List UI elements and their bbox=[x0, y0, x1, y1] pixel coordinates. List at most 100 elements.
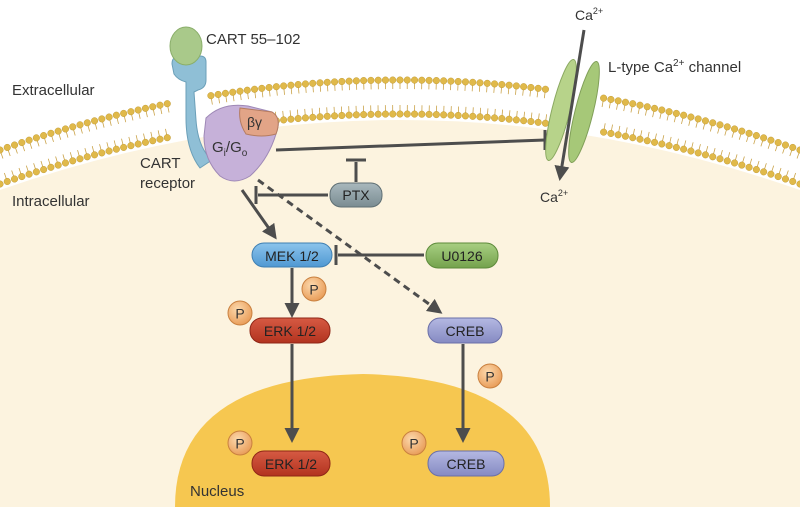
phosphate-label-creb-nuc: P bbox=[409, 436, 418, 452]
lipid-head bbox=[425, 110, 433, 118]
phosphate-label-mek: P bbox=[309, 282, 318, 298]
cytoplasm bbox=[0, 120, 800, 507]
lipid-head bbox=[352, 77, 360, 85]
erk-nuc-box bbox=[251, 450, 331, 477]
lipid-head bbox=[156, 101, 164, 109]
lipid-head bbox=[454, 77, 462, 85]
lipid-head bbox=[476, 113, 484, 121]
lipid-head bbox=[323, 112, 331, 120]
lipid-head bbox=[47, 129, 55, 137]
lipid-head bbox=[381, 110, 389, 118]
lipid-head bbox=[40, 166, 48, 174]
lipid-head bbox=[636, 101, 644, 109]
lipid-head bbox=[614, 97, 622, 105]
lipid-head bbox=[309, 79, 317, 87]
lipid-head bbox=[389, 76, 397, 84]
lipid-head bbox=[316, 79, 324, 87]
lipid-head bbox=[229, 88, 237, 96]
cell-membrane bbox=[0, 76, 800, 188]
lipid-head bbox=[418, 110, 426, 118]
ca-extracellular-label: Ca2+ bbox=[575, 6, 603, 23]
lipid-head bbox=[505, 81, 513, 89]
lipid-head bbox=[149, 103, 157, 111]
lipid-head bbox=[432, 111, 440, 119]
lipid-head bbox=[767, 170, 775, 178]
lipid-head bbox=[621, 132, 629, 140]
creb-nuc-box bbox=[427, 450, 505, 477]
lipid-head bbox=[316, 113, 324, 121]
lipid-head bbox=[134, 106, 142, 114]
lipid-head bbox=[280, 82, 288, 90]
lipid-head bbox=[331, 112, 339, 120]
lipid-head bbox=[367, 110, 375, 118]
lipid-head bbox=[301, 80, 309, 88]
lipid-head bbox=[767, 136, 775, 144]
lipid-head bbox=[731, 125, 739, 133]
lipid-head bbox=[338, 111, 346, 119]
lipid-head bbox=[512, 82, 520, 90]
lipid-head bbox=[621, 98, 629, 106]
lipid-head bbox=[374, 76, 382, 84]
lipid-head bbox=[18, 139, 26, 147]
phosphate-circle-creb-nuc bbox=[401, 430, 427, 456]
lipid-head bbox=[411, 110, 419, 118]
lipid-head bbox=[614, 131, 622, 139]
lipid-head bbox=[47, 163, 55, 171]
lipid-head bbox=[61, 125, 69, 133]
lipid-head bbox=[483, 79, 491, 87]
lipid-head bbox=[323, 78, 331, 86]
lipid-head bbox=[541, 85, 549, 93]
receptor-label-line1: CART bbox=[140, 155, 181, 172]
lipid-head bbox=[0, 146, 4, 154]
lipid-head bbox=[32, 134, 40, 142]
lipid-head bbox=[98, 115, 106, 123]
lipid-head bbox=[541, 119, 549, 127]
phosphate-circle-erk-cyto bbox=[227, 300, 253, 326]
lipid-head bbox=[694, 115, 702, 123]
lipid-head bbox=[243, 86, 251, 94]
lipid-head bbox=[752, 132, 760, 140]
lipid-head bbox=[83, 119, 91, 127]
lipid-head bbox=[760, 134, 768, 142]
lipid-head bbox=[294, 81, 302, 89]
lipid-head bbox=[498, 81, 506, 89]
lipid-head bbox=[658, 106, 666, 114]
creb-nuc-label: CREB bbox=[447, 456, 486, 472]
lipid-head bbox=[120, 109, 128, 117]
lipid-head bbox=[723, 157, 731, 165]
lipid-head bbox=[149, 137, 157, 145]
phosphate-label-erk-nuc: P bbox=[235, 436, 244, 452]
erk-cyto-label: ERK 1/2 bbox=[264, 323, 316, 339]
lipid-head bbox=[0, 180, 4, 188]
lipid-head bbox=[418, 76, 426, 84]
lipid-head bbox=[54, 127, 62, 135]
lipid-head bbox=[54, 161, 62, 169]
lipid-head bbox=[745, 129, 753, 137]
lipid-head bbox=[672, 143, 680, 151]
lipid-head bbox=[636, 135, 644, 143]
lipid-head bbox=[534, 118, 542, 126]
mek-box bbox=[251, 242, 333, 268]
lipid-head bbox=[694, 149, 702, 157]
lipid-head bbox=[367, 76, 375, 84]
lipid-head bbox=[629, 134, 637, 142]
beta-gamma-subunit bbox=[239, 107, 279, 137]
gprotein-to-creb-dashed-arrow bbox=[257, 178, 443, 314]
lipid-head bbox=[163, 134, 171, 142]
lipid-head bbox=[629, 100, 637, 108]
lipid-head bbox=[432, 77, 440, 85]
lipid-head bbox=[658, 140, 666, 148]
phosphate-circle-creb-arrow bbox=[477, 363, 503, 389]
erk-nuc-label: ERK 1/2 bbox=[265, 456, 317, 472]
lipid-head bbox=[774, 139, 782, 147]
lipid-head bbox=[18, 173, 26, 181]
lipid-head bbox=[156, 135, 164, 143]
lipid-head bbox=[25, 170, 33, 178]
lipid-head bbox=[120, 143, 128, 151]
u0126-box bbox=[425, 242, 499, 269]
lipid-head bbox=[469, 112, 477, 120]
lipid-head bbox=[403, 110, 411, 118]
lipid-head bbox=[781, 141, 789, 149]
lipid-head bbox=[411, 76, 419, 84]
nucleus-label: Nucleus bbox=[190, 483, 244, 500]
